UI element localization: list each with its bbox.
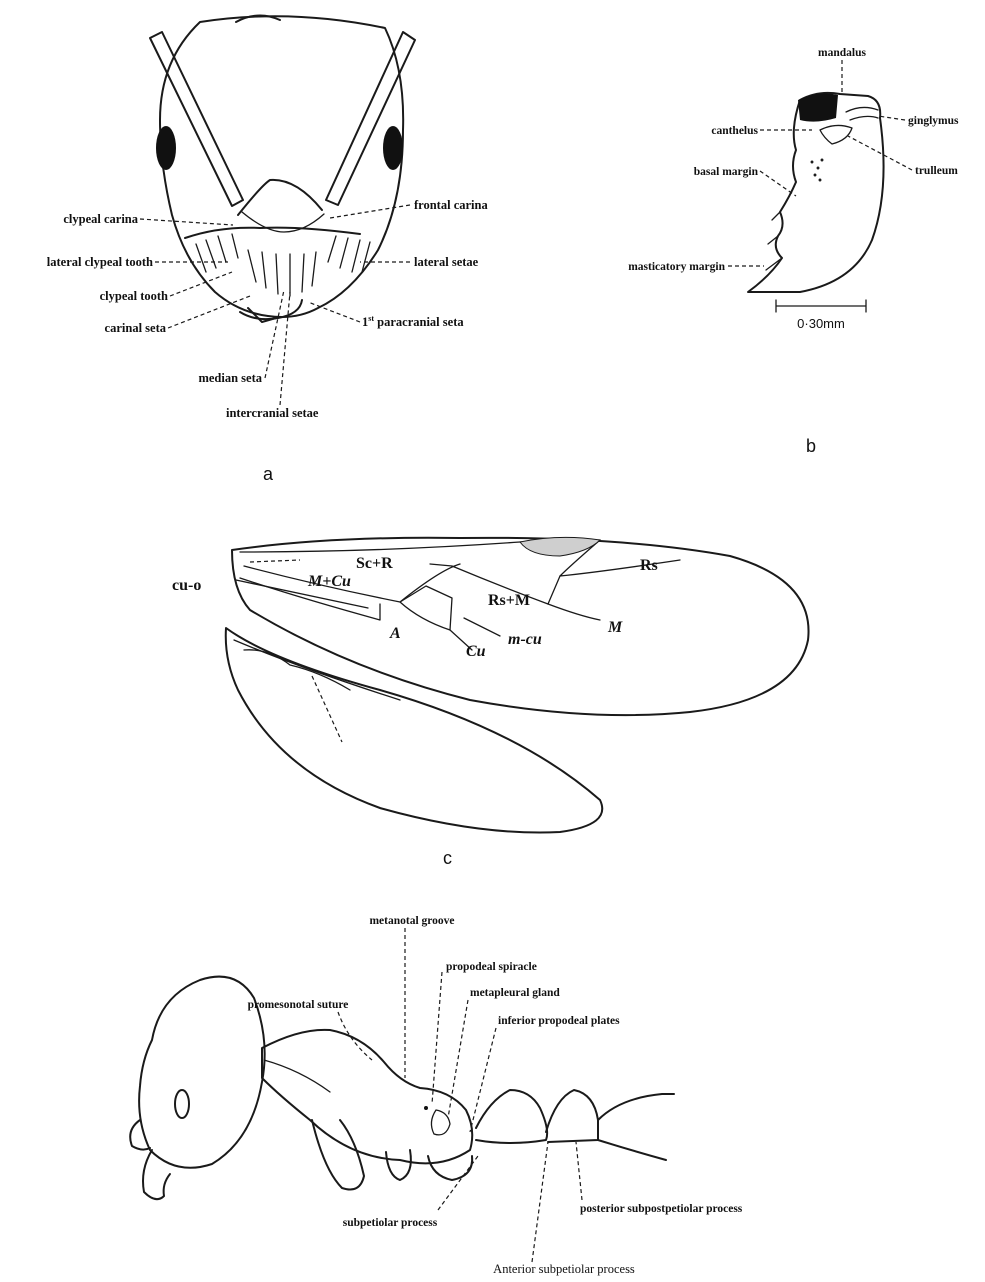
clypeal-setae [196, 234, 370, 296]
label-cu-o: cu-o [172, 577, 201, 594]
label-carinal-seta: carinal seta [105, 321, 167, 335]
label-ginglymus: ginglymus [908, 115, 959, 127]
label-median-seta: median seta [198, 371, 262, 385]
label-basal-margin: basal margin [694, 166, 759, 178]
label-trulleum: trulleum [915, 165, 958, 177]
head-lateral [139, 977, 265, 1168]
label-paracranial-seta: 1st paracranial seta [362, 314, 464, 329]
hindwing-dashed-vein [312, 676, 342, 742]
spiracle-ring [431, 1110, 450, 1135]
gaster-start [598, 1094, 674, 1160]
midleg-coxa [386, 1150, 411, 1180]
label-lateral-setae: lateral setae [414, 255, 479, 269]
pterostigma [520, 537, 600, 556]
scale-bar-label: 0·30mm [797, 316, 845, 331]
label-propodeal-spiracle: propodeal spiracle [446, 961, 537, 973]
panel-c-wings: Sc+R Rs cu-o M+Cu Rs+M M m-cu A Cu c [172, 537, 809, 868]
panel-a-label: a [263, 464, 274, 484]
mesosoma-outline [262, 1030, 472, 1164]
label-clypeal-tooth: clypeal tooth [100, 289, 168, 303]
label-clypeal-carina: clypeal carina [63, 212, 138, 226]
panel-c-label: c [443, 848, 452, 868]
label-anterior-subpetiolar-process: Anterior subpetiolar process [493, 1262, 635, 1276]
panel-b-mandible: mandalus canthelus ginglymus basal margi… [628, 47, 959, 456]
mandible-outline [748, 93, 884, 292]
label-rs-plus-m: Rs+M [488, 592, 530, 609]
right-antenna [326, 32, 415, 205]
label-inferior-propodeal-plates: inferior propodeal plates [498, 1015, 620, 1027]
vein-m-cu [244, 564, 460, 602]
postpetiole-node [546, 1090, 598, 1142]
vein-m [548, 604, 600, 620]
label-metanotal-groove: metanotal groove [369, 915, 454, 927]
label-sc-r: Sc+R [356, 555, 393, 572]
m-cu-pointer [464, 618, 500, 636]
left-eye [156, 126, 176, 170]
scale-bar [776, 300, 866, 312]
label-posterior-subpostpetiolar-process: posterior subpostpetiolar process [580, 1203, 743, 1215]
clypeus-outline [185, 228, 360, 238]
right-eye [383, 126, 403, 170]
label-lateral-clypeal-tooth: lateral clypeal tooth [47, 255, 153, 269]
propodeal-spiracle-dot [424, 1106, 428, 1110]
mandible-lateral [143, 1150, 170, 1199]
label-a: A [389, 625, 401, 642]
label-mandalus: mandalus [818, 47, 866, 59]
label-intercranial-setae: intercranial setae [226, 406, 319, 420]
label-rs: Rs [640, 557, 658, 574]
trulleum-detail [820, 125, 852, 144]
head-capsule-outline [160, 16, 403, 317]
label-m-plus-cu: M+Cu [307, 573, 351, 590]
label-subpetiolar-process: subpetiolar process [343, 1217, 438, 1229]
vein-cross [400, 586, 452, 630]
label-masticatory-margin: masticatory margin [628, 261, 725, 273]
forewing-outline [232, 538, 809, 715]
label-canthelus: canthelus [711, 125, 758, 137]
label-frontal-carina: frontal carina [414, 198, 488, 212]
label-m-cu: m-cu [508, 631, 542, 648]
petiole-node [476, 1090, 547, 1143]
label-metapleural-gland: metapleural gland [470, 987, 560, 999]
label-promesonotal-suture: promesonotal suture [248, 999, 349, 1011]
hindwing-lobe [244, 650, 350, 690]
label-cu: Cu [466, 643, 486, 660]
stipple-area [811, 159, 823, 181]
eye-lateral [175, 1090, 189, 1118]
frontal-lobes [238, 180, 322, 215]
mandalus-dark-area [798, 93, 838, 121]
ginglymus-detail [846, 107, 878, 120]
label-m: M [607, 619, 623, 636]
panel-a-head: a clypeal carina lateral clypeal tooth c… [47, 15, 489, 484]
foreleg-coxa [312, 1120, 364, 1190]
panel-b-label: b [806, 436, 816, 456]
pronotum-line [264, 1060, 330, 1092]
panel-d-body: metanotal groove promesonotal suture pro… [130, 915, 743, 1276]
